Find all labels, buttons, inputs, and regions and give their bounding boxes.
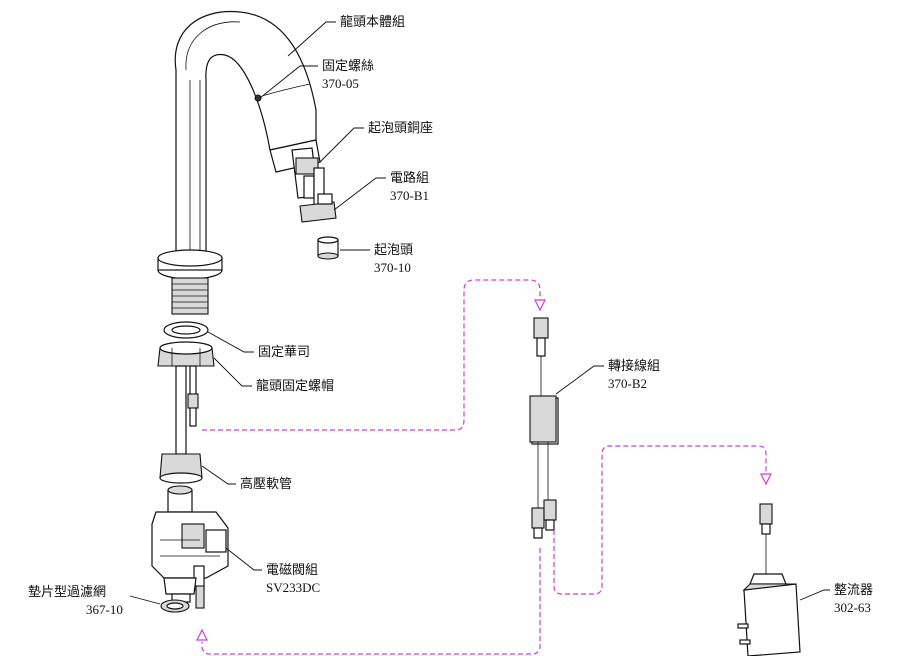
power-supply-label: 整流器 (834, 582, 873, 597)
faucet-base-flange (157, 249, 223, 280)
circuit-label: 電路組 (390, 170, 429, 185)
filter-washer-part (160, 599, 190, 613)
faucet-body-assembly (174, 10, 321, 259)
aerator-part (317, 236, 339, 260)
adapter-cable-assembly (529, 317, 559, 539)
power-supply-assembly (737, 503, 801, 656)
adapter-cable-code: 370-B2 (608, 376, 647, 391)
wire-arrow-power (760, 473, 772, 486)
supply-rods (175, 365, 199, 455)
washer-part (163, 321, 209, 339)
aerator-label: 起泡頭 (374, 242, 413, 257)
wire-arrow-adapter (534, 299, 546, 312)
valve-code: SV233DC (266, 580, 320, 595)
adapter-cable-label: 轉接線組 (608, 358, 660, 373)
circuit-code: 370-B1 (390, 188, 429, 203)
filter-code: 367-10 (86, 602, 123, 617)
washer-label: 固定華司 (258, 344, 310, 359)
power-supply-code: 302-63 (834, 600, 871, 615)
threaded-shank (171, 277, 209, 315)
part-labels: 龍頭本體組 固定螺絲 370-05 起泡頭銅座 電路組 370-B1 起泡頭 3… (28, 14, 873, 617)
set-screw-label: 固定螺絲 (322, 58, 374, 73)
fixing-nut-part (157, 341, 215, 367)
solenoid-valve-assembly (151, 485, 229, 609)
aerator-seat-label: 起泡頭銅座 (368, 120, 433, 135)
faucet-body-label: 龍頭本體組 (340, 14, 405, 29)
wiring-paths (196, 279, 772, 655)
valve-label: 電磁閥組 (266, 562, 318, 577)
wire-arrow-valve (196, 628, 208, 641)
filter-label: 墊片型過濾網 (28, 584, 106, 599)
leader-lines (129, 21, 830, 605)
circuit-assembly-part (299, 167, 337, 223)
set-screw-code: 370-05 (322, 76, 359, 91)
set-screw-icon (254, 94, 262, 102)
high-pressure-hose-nut (159, 453, 203, 484)
hose-label: 高壓軟管 (240, 476, 292, 491)
nut-label: 龍頭固定螺帽 (256, 378, 334, 393)
aerator-code: 370-10 (374, 260, 411, 275)
